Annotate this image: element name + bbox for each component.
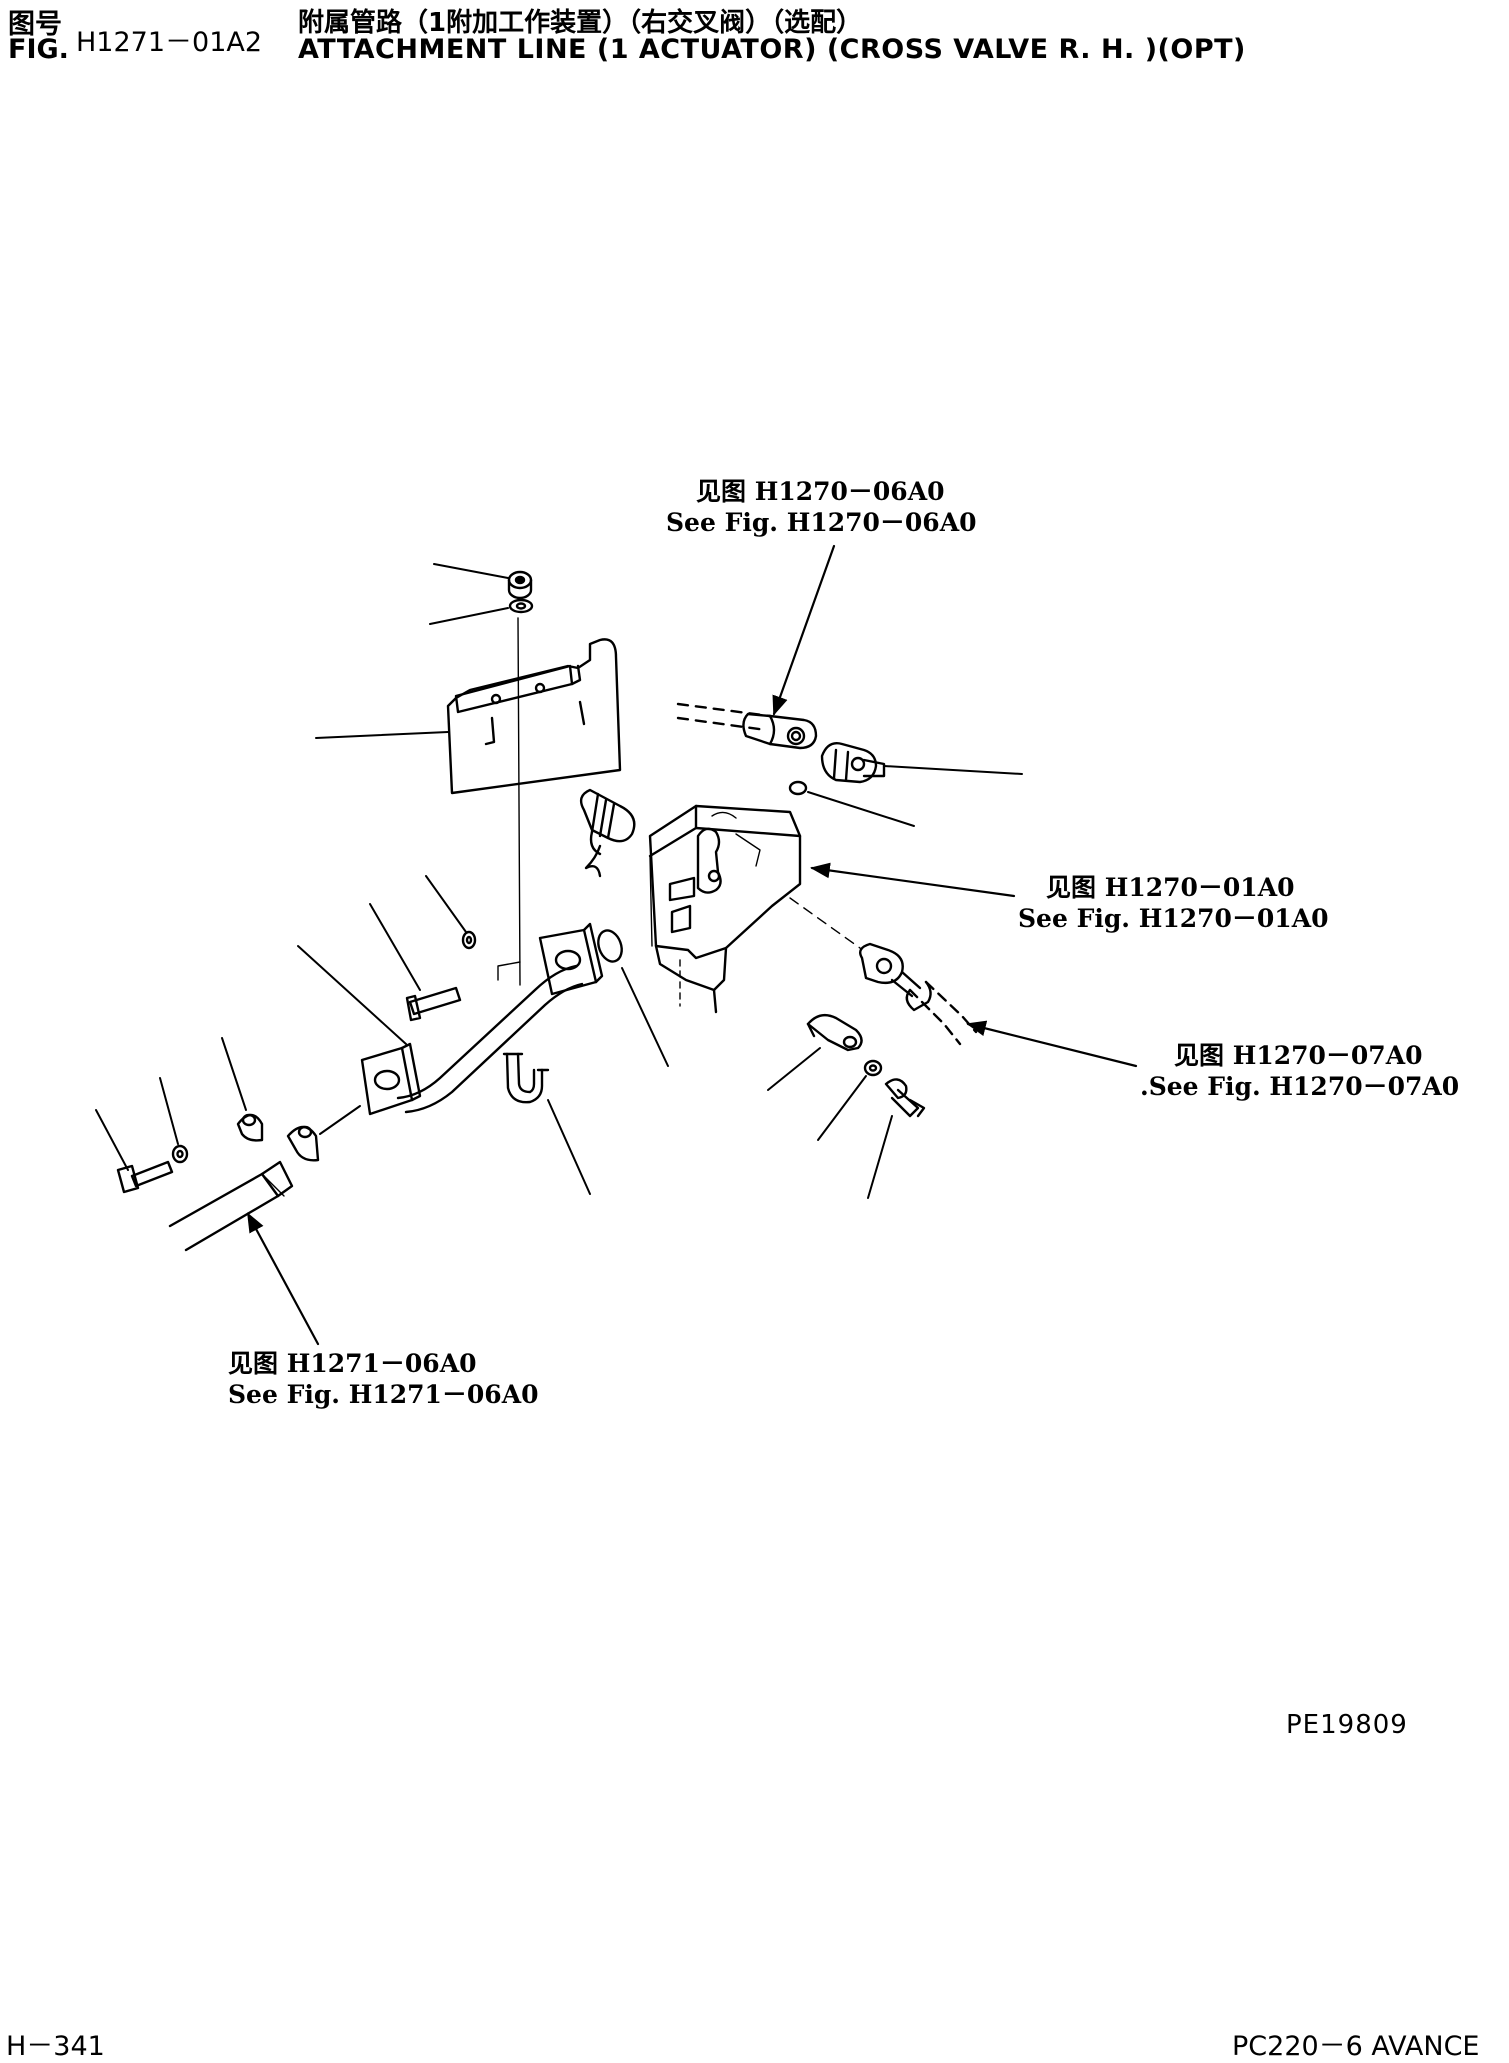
machine-model: PC220－6 AVANCE <box>1232 2031 1480 2062</box>
hose-part <box>907 982 976 1044</box>
split-flange-part <box>238 1115 318 1160</box>
split-flange-part <box>808 1015 862 1050</box>
title-en: ATTACHMENT LINE (1 ACTUATOR) (CROSS VALV… <box>298 34 1246 65</box>
plate-part <box>448 618 620 985</box>
reference-label-h1270-07a0: 见图 H1270－07A0 .See Fig. H1270－07A0 <box>1140 1040 1459 1102</box>
bolt-part <box>407 988 460 1020</box>
u-fitting-part <box>504 1054 548 1102</box>
reference-label-h1270-06a0: 见图 H1270－06A0 See Fig. H1270－06A0 <box>666 476 977 538</box>
elbow-fitting-part <box>581 790 634 876</box>
washer-part <box>173 1146 187 1162</box>
reference-en: See Fig. H1271－06A0 <box>228 1380 539 1409</box>
hose-part <box>678 704 816 748</box>
reference-cn: 见图 H1271－06A0 <box>228 1349 477 1378</box>
o-ring-part <box>790 782 806 794</box>
reference-cn: 见图 H1270－07A0 <box>1174 1041 1423 1070</box>
fig-number: H1271－01A2 <box>76 27 263 58</box>
washer-part <box>510 600 532 612</box>
figure-header: 图号 FIG. H1271－01A2 附属管路（1附加工作装置）（右交叉阀）（选… <box>8 0 1498 70</box>
elbow-fitting-part <box>790 898 920 996</box>
pipe-part <box>362 924 602 1114</box>
nut-part <box>509 572 531 598</box>
reference-en: See Fig. H1270－06A0 <box>666 508 977 537</box>
reference-en: .See Fig. H1270－07A0 <box>1140 1072 1460 1101</box>
cross-valve-part <box>650 806 800 1012</box>
bolt-part <box>886 1079 924 1116</box>
hose-part <box>170 1162 292 1250</box>
reference-en: See Fig. H1270－01A0 <box>1018 904 1329 933</box>
fig-label-cn: 图号 <box>8 9 62 40</box>
washer-part <box>865 1061 881 1075</box>
union-fitting-part <box>822 743 884 782</box>
washer-part <box>463 932 475 948</box>
fig-label-en: FIG. <box>8 34 69 65</box>
drawing-code: PE19809 <box>1286 1710 1408 1740</box>
reference-cn: 见图 H1270－06A0 <box>696 477 945 506</box>
reference-arrows <box>248 546 1136 1344</box>
title-cn: 附属管路（1附加工作装置）（右交叉阀）（选配） <box>298 8 863 38</box>
reference-cn: 见图 H1270－01A0 <box>1046 873 1295 902</box>
page-number: H－341 <box>6 2031 105 2062</box>
o-ring-part <box>594 927 626 965</box>
leader-lines <box>96 564 1022 1198</box>
reference-label-h1271-06a0: 见图 H1271－06A0 See Fig. H1271－06A0 <box>228 1348 539 1410</box>
reference-label-h1270-01a0: 见图 H1270－01A0 See Fig. H1270－01A0 <box>1018 872 1329 934</box>
